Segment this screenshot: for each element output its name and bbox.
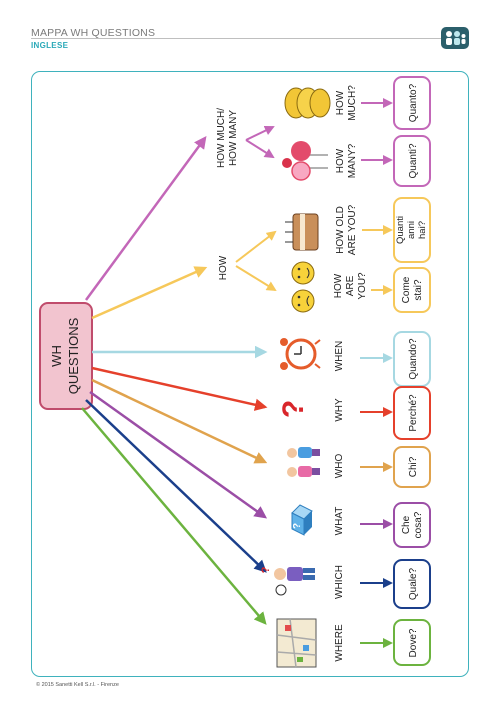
label-how-many-line1: HOW xyxy=(335,148,346,173)
footer-copyright: © 2015 Sanetti Kell S.r.l. - Firenze xyxy=(36,682,119,688)
lollipops-icon xyxy=(282,141,328,181)
content-frame xyxy=(31,71,469,677)
label-how-are-you-line2: ARE xyxy=(345,275,356,296)
center-node: WH QUESTIONS xyxy=(39,302,93,410)
center-label-line1: WH xyxy=(49,345,64,367)
coins-icon xyxy=(284,87,331,119)
page-subtitle: INGLESE xyxy=(31,41,69,50)
smiley-faces-icon xyxy=(291,261,315,313)
translation-when: Quando? xyxy=(408,338,419,380)
label-how-much-line1: HOW xyxy=(335,90,346,115)
kids-icon xyxy=(287,447,320,477)
arrow-why xyxy=(91,366,268,411)
people-logo-icon xyxy=(441,27,469,49)
translation-how-much: Quanto? xyxy=(408,83,419,122)
arrow-which xyxy=(85,399,267,573)
birthday-cake-icon xyxy=(285,213,319,251)
translation-box-what: Che cosa? xyxy=(393,502,431,548)
question-mark-icon: ? xyxy=(277,400,310,418)
translation-box-how-are-you: Come stai? xyxy=(393,267,431,313)
fork-arrows xyxy=(235,125,277,292)
label-how-old-line1: HOW OLD xyxy=(335,206,346,254)
label-which: WHICH xyxy=(334,565,345,599)
translation-box-how-many: Quanti? xyxy=(393,135,431,187)
label-how-old-line2: ARE YOU? xyxy=(347,204,358,255)
arrow-where xyxy=(81,407,267,625)
label-how-much-line2: MUCH? xyxy=(347,85,358,121)
translation-how-are-you-line1: Come xyxy=(401,276,412,303)
translation-how-many: Quanti? xyxy=(408,143,419,178)
translation-where: Dove? xyxy=(408,628,419,657)
translation-why: Perché? xyxy=(408,394,419,432)
group-label-how-much-line1: HOW MUCH/ xyxy=(216,108,227,168)
label-where: WHERE xyxy=(334,624,345,662)
alarm-clock-icon xyxy=(280,338,321,370)
translation-what-line2: cosa? xyxy=(413,511,424,538)
translation-which: Quale? xyxy=(408,567,419,600)
translation-how-old-line1: Quanti xyxy=(395,216,406,244)
group-label-how-much-line2: HOW MANY xyxy=(228,110,239,166)
header-divider xyxy=(31,38,441,39)
svg-text:?: ? xyxy=(260,566,272,573)
arrow-what xyxy=(89,390,268,519)
translation-box-when: Quando? xyxy=(393,331,431,387)
translation-box-why: Perché? xyxy=(393,386,431,440)
translation-arrows xyxy=(360,98,393,648)
translation-how-old-line3: hai? xyxy=(417,221,428,239)
main-arrows xyxy=(81,135,268,625)
translation-box-who: Chi? xyxy=(393,446,431,488)
svg-text:?: ? xyxy=(292,523,303,529)
branch-labels: HOW MUCH? HOW MANY? HOW OLD ARE YOU? HOW… xyxy=(333,85,368,662)
label-what: WHAT xyxy=(334,507,345,536)
translation-box-where: Dove? xyxy=(393,619,431,666)
label-who: WHO xyxy=(334,454,345,479)
page-title: MAPPA WH QUESTIONS xyxy=(31,27,156,39)
map-icon xyxy=(276,618,317,668)
translation-boxes: Quanto? Quanti? Quanti anni hai? Come st… xyxy=(393,76,431,666)
label-how-many-line2: MANY? xyxy=(347,143,358,178)
svg-text:?: ? xyxy=(277,400,310,418)
boy-with-ball-icon: ? xyxy=(260,566,315,596)
label-how-are-you-line1: HOW xyxy=(333,273,344,298)
group-label-how: HOW xyxy=(218,255,229,280)
label-why: WHY xyxy=(334,398,345,422)
translation-box-how-much: Quanto? xyxy=(393,76,431,130)
arrow-who xyxy=(91,378,268,464)
label-how-are-you-line3: YOU? xyxy=(357,272,368,300)
arrow-how xyxy=(91,266,208,320)
question-box-icon: ? xyxy=(291,504,313,536)
center-label-line2: QUESTIONS xyxy=(66,317,81,394)
translation-how-old-line2: anni xyxy=(406,221,417,239)
arrow-how-much-many xyxy=(84,135,207,301)
translation-who: Chi? xyxy=(408,456,419,477)
translation-box-which: Quale? xyxy=(393,559,431,609)
translation-how-are-you-line2: stai? xyxy=(413,279,424,301)
label-when: WHEN xyxy=(334,341,345,372)
translation-box-how-old: Quanti anni hai? xyxy=(393,197,431,263)
translation-what-line1: Che xyxy=(401,515,412,534)
